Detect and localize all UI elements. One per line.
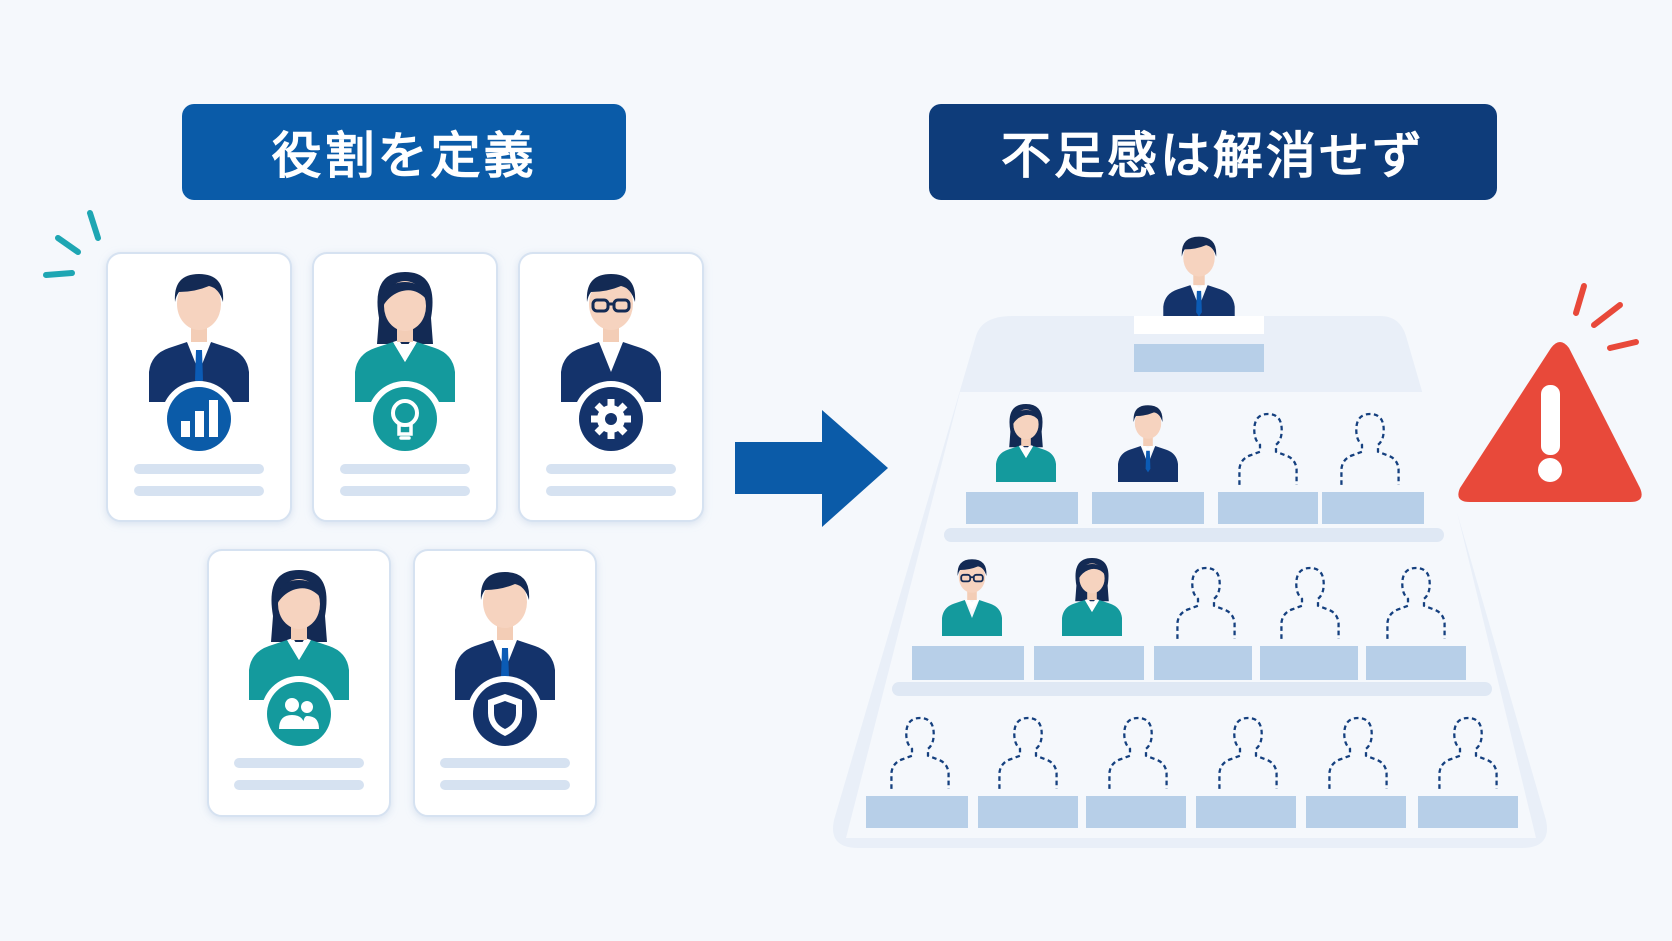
seat-slot — [1196, 796, 1296, 828]
role-card-ideas — [312, 252, 498, 522]
pyramid-tier-2 — [892, 558, 1492, 696]
text-line-placeholder — [234, 758, 364, 768]
text-line-placeholder — [340, 464, 470, 474]
role-card-security — [413, 549, 597, 817]
tier-shelf — [944, 528, 1444, 542]
leader-avatar-icon — [1163, 236, 1235, 328]
seat-slot — [1154, 646, 1252, 680]
seat-slot — [1092, 492, 1204, 524]
seat-slot — [1322, 492, 1424, 524]
tier-shelf — [892, 682, 1492, 696]
bar-chart-icon — [161, 381, 237, 457]
right-arrow-icon — [735, 410, 888, 527]
text-line-placeholder — [134, 464, 264, 474]
seat-slot — [966, 492, 1078, 524]
role-card-team — [207, 549, 391, 817]
pyramid-top — [1134, 236, 1264, 372]
title-shortage-unresolved: 不足感は解消せず — [929, 104, 1497, 200]
text-line-placeholder — [546, 464, 676, 474]
seat-slot — [1086, 796, 1186, 828]
text-line-placeholder — [440, 758, 570, 768]
seat-slot — [912, 646, 1024, 680]
warning-triangle-icon — [1458, 342, 1642, 502]
seat-slot — [1366, 646, 1466, 680]
seat-slot — [978, 796, 1078, 828]
org-pyramid — [833, 236, 1547, 848]
text-line-placeholder — [134, 486, 264, 496]
seat-slot — [1306, 796, 1406, 828]
text-line-placeholder — [340, 486, 470, 496]
text-line-placeholder — [440, 780, 570, 790]
role-card-analytics — [106, 252, 292, 522]
seat-slot — [1134, 344, 1264, 372]
seat-slot — [866, 796, 968, 828]
seat-slot — [1418, 796, 1518, 828]
attention-marks-left — [43, 210, 101, 278]
attention-marks-right — [1573, 283, 1639, 351]
title-role-definition: 役割を定義 — [182, 104, 626, 200]
text-line-placeholder — [546, 486, 676, 496]
people-icon — [261, 676, 337, 752]
text-line-placeholder — [234, 780, 364, 790]
lightbulb-icon — [367, 381, 443, 457]
pyramid-tier-1 — [944, 404, 1444, 542]
role-card-operations — [518, 252, 704, 522]
seat-slot — [1260, 646, 1358, 680]
seat-slot — [1218, 492, 1318, 524]
seat-slot — [1034, 646, 1144, 680]
pyramid-tier-3 — [866, 716, 1518, 828]
gear-icon — [573, 381, 649, 457]
shield-icon — [467, 676, 543, 752]
